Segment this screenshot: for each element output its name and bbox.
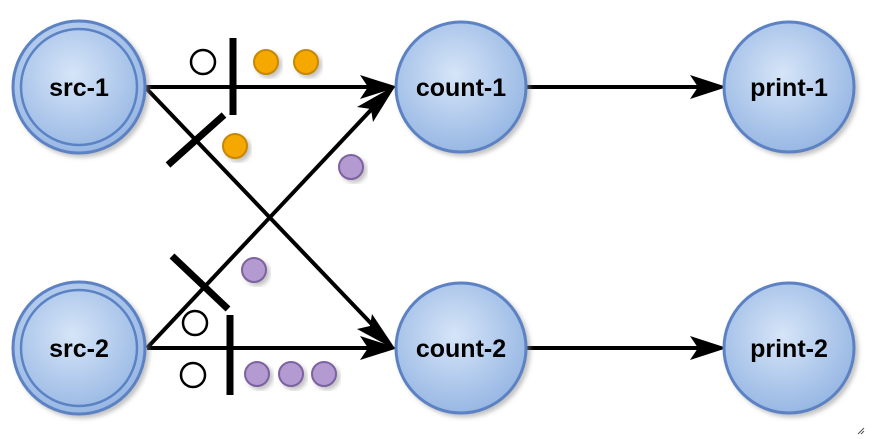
purple-token (244, 361, 270, 387)
arrowhead-count2-print2 (690, 336, 727, 360)
node-print-1: print-1 (722, 20, 856, 154)
arrowhead-src2-count1 (357, 85, 396, 122)
node-src-1: src-1 (11, 19, 147, 155)
purple-token (338, 154, 364, 180)
resize-mark-icon (857, 427, 865, 435)
node-count-1: count-1 (394, 20, 528, 154)
barriers (165, 38, 237, 395)
purple-token (311, 361, 337, 387)
node-label-print-2: print-2 (750, 335, 828, 363)
purple-token (241, 257, 267, 283)
barrier-src2-count1 (169, 253, 231, 312)
empty-token (189, 48, 217, 76)
orange-token (253, 49, 279, 75)
tokens (179, 48, 364, 389)
orange-token (222, 133, 248, 159)
node-src-2: src-2 (11, 280, 147, 416)
node-count-2: count-2 (394, 281, 528, 415)
node-label-src-1: src-1 (49, 74, 109, 102)
node-label-src-2: src-2 (49, 335, 109, 363)
empty-token (181, 309, 209, 337)
arrowhead-src2-count2 (360, 336, 398, 360)
node-label-print-1: print-1 (750, 74, 828, 102)
arrowhead-src1-count1 (360, 75, 398, 99)
barrier-src1-count2 (165, 112, 227, 168)
empty-token (179, 361, 207, 389)
node-label-count-1: count-1 (416, 74, 506, 102)
arrowhead-src1-count2 (357, 314, 396, 350)
orange-token (293, 49, 319, 75)
edges (143, 75, 727, 360)
purple-token (278, 361, 304, 387)
edge-src2-count1 (145, 93, 387, 350)
node-print-2: print-2 (722, 281, 856, 415)
node-label-count-2: count-2 (416, 335, 506, 363)
edge-src1-count2 (143, 85, 387, 340)
arrowhead-count1-print1 (690, 75, 727, 99)
